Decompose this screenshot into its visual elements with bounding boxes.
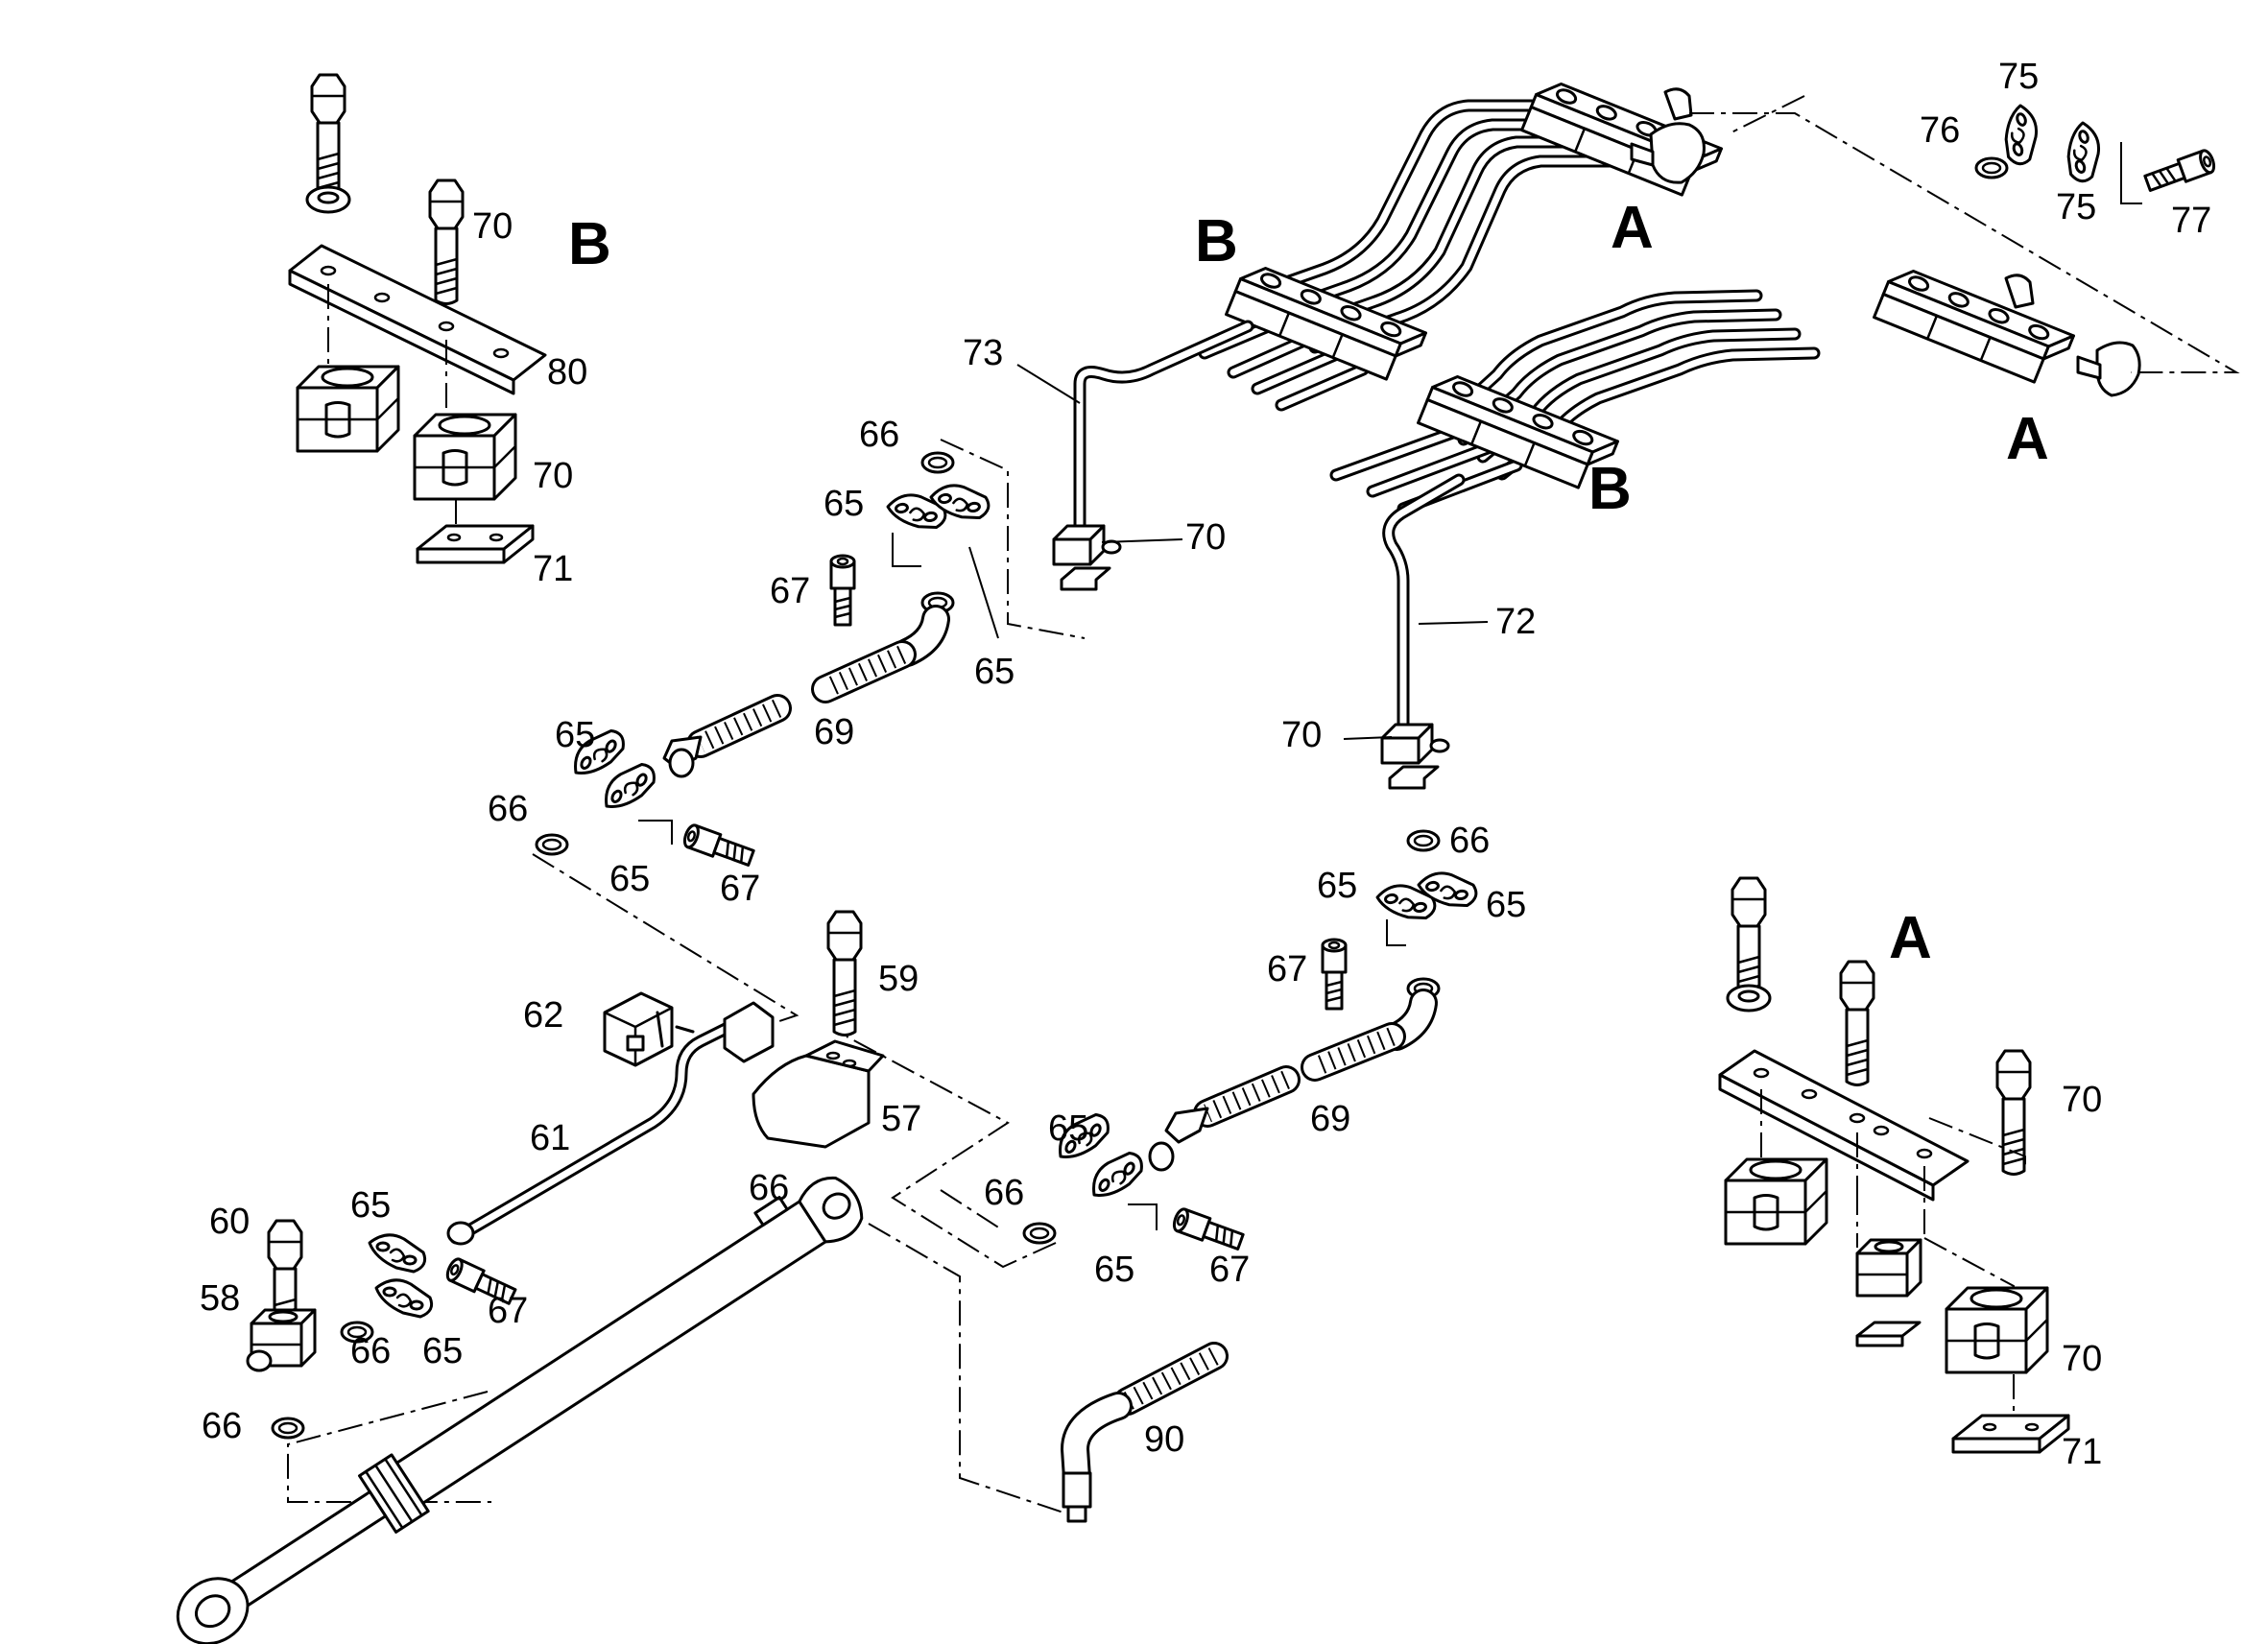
callout-17: 66 xyxy=(1449,821,1490,861)
callout-10: 69 xyxy=(814,712,854,752)
callout-43: 70 xyxy=(2062,1080,2102,1120)
callout-13: 65 xyxy=(609,859,650,899)
leader-lines xyxy=(968,364,1489,740)
detail-b-clamp-assembly xyxy=(288,73,547,564)
callout-8: 67 xyxy=(770,571,810,611)
callout-0: 70 xyxy=(472,206,513,247)
detail-a-flange-exploded-top xyxy=(1689,95,2240,373)
callout-36: 65 xyxy=(422,1331,463,1371)
detail-ref-a-middle: A xyxy=(2006,406,2049,472)
callout-33: 58 xyxy=(200,1278,240,1319)
callout-12: 66 xyxy=(488,789,528,829)
hose-90 xyxy=(1060,1342,1229,1523)
detail-ref-b-top: B xyxy=(1195,208,1238,274)
callout-25: 61 xyxy=(530,1118,570,1158)
callout-2: 70 xyxy=(533,456,573,496)
callout-1: 80 xyxy=(547,352,587,393)
callout-16: 70 xyxy=(1281,715,1322,755)
callout-44: 70 xyxy=(2062,1339,2102,1379)
detail-a-clamp-assembly xyxy=(1718,876,2070,1454)
pipe-72 xyxy=(1380,473,1466,790)
detail-ref-a-bottom-right: A xyxy=(1889,905,1932,971)
callout-18: 65 xyxy=(1317,866,1357,906)
callout-7: 70 xyxy=(1185,517,1226,558)
callout-5: 66 xyxy=(859,415,899,455)
callout-3: 71 xyxy=(533,549,573,589)
callout-41: 75 xyxy=(2056,187,2096,227)
callout-28: 66 xyxy=(984,1173,1024,1213)
hose-assembly-69-lower xyxy=(1022,829,1480,1254)
callout-29: 65 xyxy=(1094,1250,1134,1290)
callout-42: 77 xyxy=(2171,201,2211,241)
callout-38: 90 xyxy=(1144,1419,1184,1460)
callout-15: 72 xyxy=(1495,602,1536,642)
upper-pipe-bundle-2 xyxy=(1329,262,2141,515)
callout-34: 67 xyxy=(488,1291,528,1331)
callout-37: 66 xyxy=(202,1406,242,1446)
callout-labels: 70 80 70 71 73 66 65 70 67 65 69 65 66 6… xyxy=(200,57,2211,1472)
callout-19: 65 xyxy=(1486,885,1526,925)
pipe-73 xyxy=(1052,320,1254,591)
detail-ref-a-top: A xyxy=(1611,195,1654,261)
callout-20: 67 xyxy=(1267,949,1307,989)
callout-45: 71 xyxy=(2062,1432,2102,1472)
callout-11: 65 xyxy=(555,715,595,755)
hydraulic-cylinder-assembly xyxy=(176,910,885,1644)
callout-21: 69 xyxy=(1310,1099,1350,1139)
callout-27: 65 xyxy=(1048,1108,1088,1149)
callout-39: 75 xyxy=(1998,57,2039,97)
hose-assembly-69-upper xyxy=(535,439,1086,870)
callout-4: 73 xyxy=(963,333,1003,373)
callout-40: 76 xyxy=(1920,110,1960,151)
callout-24: 57 xyxy=(881,1099,921,1139)
assembly-guide-lines xyxy=(287,853,1076,1517)
callout-14: 67 xyxy=(720,869,760,909)
callout-22: 59 xyxy=(878,959,919,999)
callout-32: 65 xyxy=(350,1185,391,1226)
detail-ref-b-middle: B xyxy=(1588,456,1632,522)
callout-23: 62 xyxy=(523,995,563,1036)
detail-ref-b-top-left: B xyxy=(568,211,611,277)
callout-30: 67 xyxy=(1209,1250,1250,1290)
upper-pipe-bundle-1 xyxy=(1198,75,1723,412)
detail-reference-letters: B B B A A A xyxy=(568,195,2049,971)
callout-35: 66 xyxy=(350,1331,391,1371)
callout-9: 65 xyxy=(974,652,1015,692)
callout-6: 65 xyxy=(824,484,864,524)
callout-26: 66 xyxy=(749,1168,789,1208)
callout-31: 60 xyxy=(209,1202,250,1242)
